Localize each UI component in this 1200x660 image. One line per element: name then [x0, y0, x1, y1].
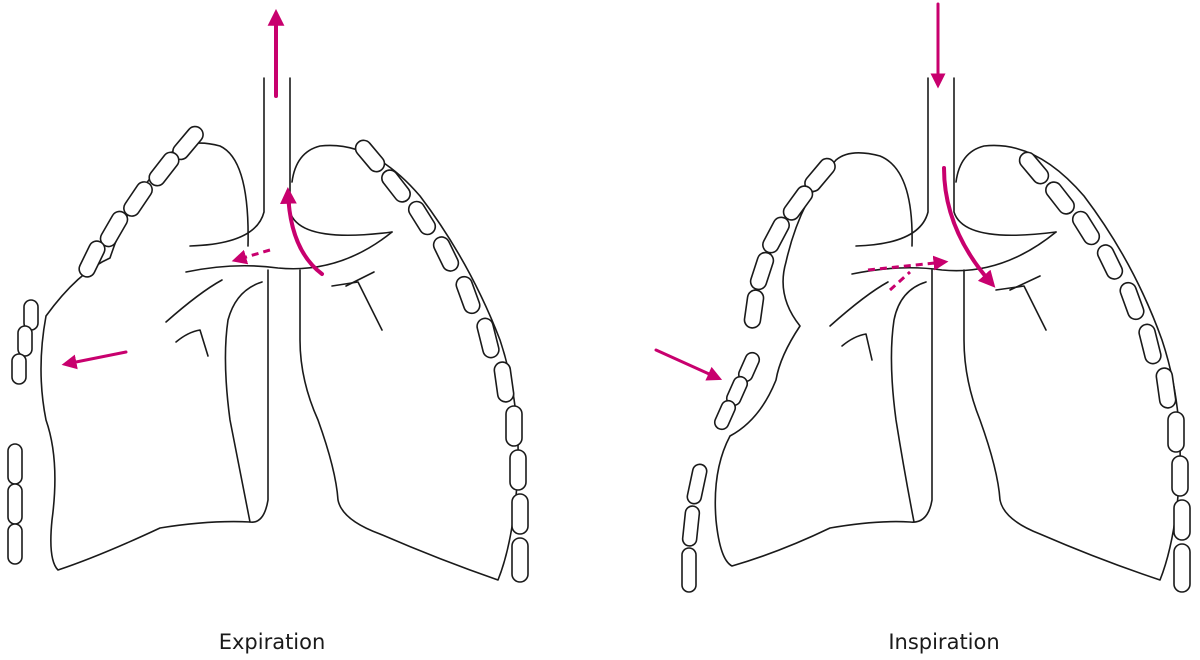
arrow-chest-wall-inward	[654, 348, 723, 381]
bronchial-tree	[829, 231, 1057, 361]
lung-right-of-image	[291, 144, 519, 581]
rib-column-right	[354, 139, 529, 583]
expiration-airflow	[61, 8, 324, 370]
inspiration-airflow	[654, 2, 996, 381]
caption-inspiration: Inspiration	[888, 630, 1000, 654]
arrow-chest-wall-outward	[61, 350, 128, 370]
lung-left-of-image	[714, 152, 933, 567]
arrow-bronchus-dashed-lower	[888, 270, 912, 292]
bronchial-tree	[165, 231, 393, 357]
lung-left-of-image	[40, 142, 269, 571]
rib-column-left	[7, 125, 204, 565]
arrow-down-bronchus	[942, 166, 996, 288]
expiration-panel	[7, 8, 529, 583]
trachea	[855, 77, 1057, 247]
caption-expiration: Expiration	[218, 630, 326, 654]
rib-column-right	[1018, 151, 1191, 593]
arrow-right-bronchus-dashed-upper	[867, 255, 949, 272]
inspiration-panel	[654, 2, 1191, 593]
arrow-up-bronchus	[280, 186, 324, 276]
arrow-left-bronchus-dashed	[231, 248, 271, 265]
rib-column-left	[681, 157, 836, 593]
